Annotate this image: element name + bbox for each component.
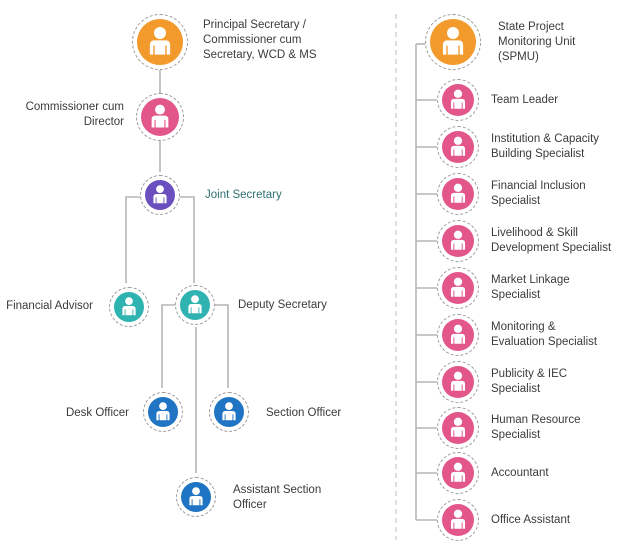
spmu-member-node-label-line: Market Linkage: [491, 274, 570, 286]
spmu-member-node-label: Publicity & IEC Specialist: [491, 367, 567, 397]
section-officer-node-label-line: Section Officer: [266, 406, 342, 419]
spmu-member-node-label-line: Monitoring &: [491, 321, 556, 333]
spmu-member-node-label-line: Development Specialist: [491, 242, 612, 254]
desk-officer-node-label-line: Desk Officer: [65, 406, 129, 419]
person-icon: [450, 417, 466, 437]
link-deputy-to-section-officer: [208, 304, 229, 388]
assistant-section-officer-node-label-line: Officer: [233, 499, 267, 511]
joint-secretary-node-disc: [145, 180, 175, 210]
spmu-member-node-label: Monitoring & Evaluation Specialist: [491, 320, 597, 350]
person-icon: [450, 509, 466, 529]
person-icon: [450, 89, 466, 109]
spmu-member-node-disc: [442, 225, 474, 257]
spmu-member-node-label: Team Leader: [491, 93, 558, 108]
person-icon: [450, 277, 466, 297]
deputy-secretary-node-label: Deputy Secretary: [238, 298, 327, 313]
spmu-node-label-line: Monitoring Unit: [498, 35, 576, 48]
commissioner-director-node-disc: [141, 98, 179, 136]
person-icon: [188, 295, 202, 314]
spmu-member-node-disc: [442, 178, 474, 210]
spmu-member-node-label-line: Building Specialist: [491, 148, 585, 160]
spmu-member-node-disc: [442, 412, 474, 444]
joint-secretary-node-label-line: Joint Secretary: [205, 188, 282, 201]
spmu-member-node-label-line: Publicity & IEC: [491, 368, 568, 380]
person-icon: [450, 230, 466, 250]
spmu-member-node-label-line: Specialist: [491, 429, 541, 441]
spmu-member-node-label-line: Financial Inclusion: [491, 180, 586, 192]
person-icon: [151, 104, 169, 128]
person-icon: [149, 27, 171, 55]
spmu-member-node-label-line: Accountant: [491, 466, 549, 479]
principal-secretary-node-label-line: Commissioner cum: [203, 33, 302, 46]
spmu-member-node-disc: [442, 457, 474, 489]
spmu-member-node-disc: [442, 84, 474, 116]
financial-advisor-node-label: Financial Advisor: [6, 299, 93, 314]
spmu-node-label-line: State Project: [498, 20, 564, 33]
person-icon: [450, 136, 466, 156]
assistant-section-officer-node-label-line: Assistant Section: [233, 484, 322, 496]
spmu-member-node-disc: [442, 319, 474, 351]
spmu-member-node-disc: [442, 272, 474, 304]
person-icon: [450, 324, 466, 344]
link-deputy-to-desk-officer: [161, 304, 180, 388]
assistant-section-officer-node-disc: [181, 482, 211, 512]
spmu-member-node-label-line: Specialist: [491, 383, 541, 395]
person-icon: [122, 297, 136, 316]
spmu-member-node-label-line: Evaluation Specialist: [491, 336, 598, 348]
link-joint-to-financial-advisor: [125, 196, 143, 283]
section-officer-node-label: Section Officer: [266, 406, 341, 421]
commissioner-director-node-label-line: Commissioner cum: [25, 101, 124, 113]
financial-advisor-node-disc: [114, 292, 144, 322]
joint-secretary-node-label: Joint Secretary: [205, 188, 282, 203]
spmu-member-node-label-line: Specialist: [491, 289, 541, 301]
person-icon: [153, 185, 167, 204]
principal-secretary-node-label-line: Principal Secretary /: [203, 18, 306, 31]
spmu-member-node-disc: [442, 131, 474, 163]
person-icon: [450, 462, 466, 482]
person-icon: [442, 27, 464, 55]
person-icon: [222, 402, 236, 421]
section-officer-node-disc: [214, 397, 244, 427]
financial-advisor-node-label-line: Financial Advisor: [6, 299, 93, 312]
desk-officer-node-label: Desk Officer: [66, 406, 129, 421]
person-icon: [450, 183, 466, 203]
spmu-member-node-disc: [442, 504, 474, 536]
spmu-member-node-label-line: Human Resource: [491, 414, 581, 426]
link-joint-to-deputy: [177, 196, 195, 283]
deputy-secretary-node-label-line: Deputy Secretary: [238, 298, 327, 311]
desk-officer-node-disc: [148, 397, 178, 427]
deputy-secretary-node-disc: [180, 290, 210, 320]
commissioner-director-node-label-line: Director: [83, 116, 124, 128]
spmu-node-label-line: (SPMU): [498, 50, 539, 63]
spmu-member-node-label: Accountant: [491, 466, 549, 481]
spmu-member-node-label: Office Assistant: [491, 513, 570, 528]
principal-secretary-node-disc: [137, 19, 183, 65]
spmu-member-node-label-line: Livelihood & Skill: [491, 227, 578, 239]
person-icon: [450, 371, 466, 391]
person-icon: [189, 487, 203, 506]
spmu-member-node-disc: [442, 366, 474, 398]
spmu-member-node-label-line: Office Assistant: [491, 513, 571, 526]
spmu-node-disc: [430, 19, 476, 65]
spmu-member-node-label-line: Specialist: [491, 195, 541, 207]
principal-secretary-node-label-line: Secretary, WCD & MS: [203, 48, 317, 61]
person-icon: [156, 402, 170, 421]
spmu-member-node-label-line: Team Leader: [491, 93, 559, 106]
spmu-member-node-label-line: Institution & Capacity: [491, 133, 600, 145]
